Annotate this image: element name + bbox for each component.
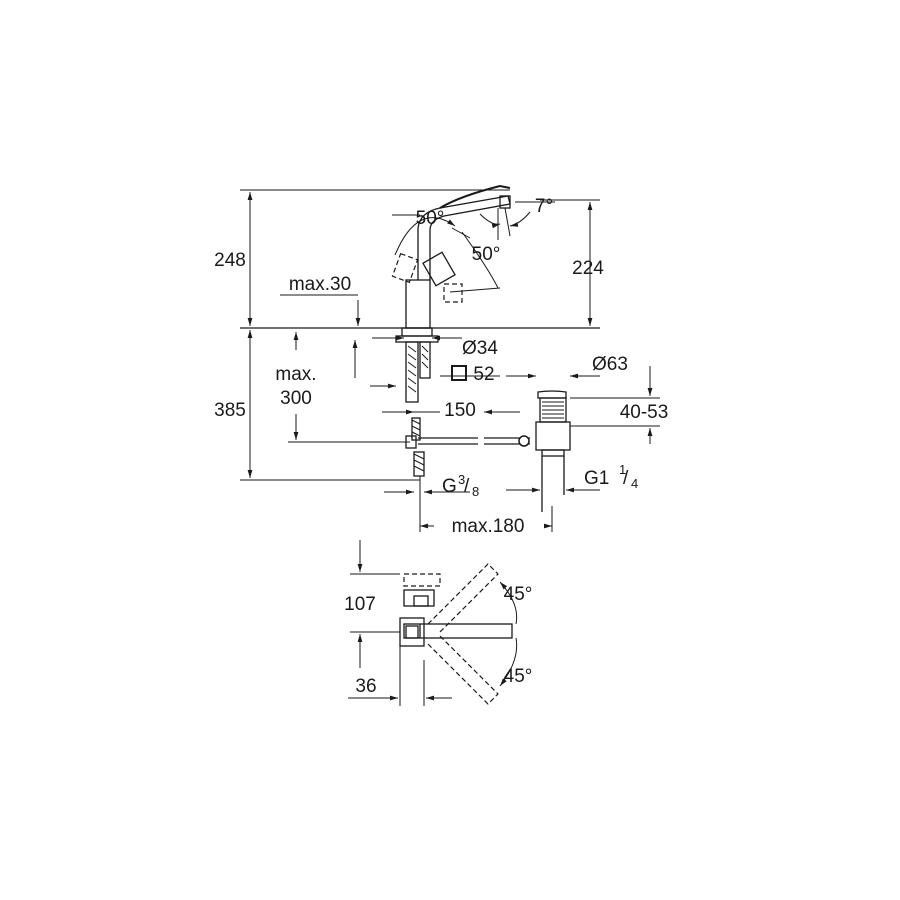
dim-hole-diameter: Ø34 bbox=[462, 338, 498, 359]
dim-248: 248 bbox=[214, 250, 246, 271]
side-view: 248 224 max.30 385 max. 300 bbox=[214, 184, 669, 538]
svg-text:3: 3 bbox=[458, 472, 465, 487]
dim-waste-range: 40-53 bbox=[620, 402, 669, 423]
svg-text:1: 1 bbox=[619, 462, 626, 477]
dim-max-label: max. bbox=[275, 364, 316, 385]
mounting-assembly bbox=[395, 327, 439, 477]
dim-top-107: 107 bbox=[344, 594, 376, 615]
angle-lever-left: 50° bbox=[416, 208, 445, 229]
waste-assembly bbox=[518, 390, 571, 530]
square-symbol bbox=[451, 365, 467, 381]
svg-text:4: 4 bbox=[631, 476, 638, 491]
svg-text:/: / bbox=[623, 468, 629, 489]
angle-lever-right: 50° bbox=[472, 244, 501, 265]
svg-text:8: 8 bbox=[472, 484, 479, 499]
dim-square: 52 bbox=[473, 364, 494, 385]
dim-300: 300 bbox=[280, 388, 312, 409]
dim-224: 224 bbox=[572, 258, 604, 279]
dim-top-36: 36 bbox=[355, 676, 376, 697]
top-view: 45° 45° 107 36 bbox=[344, 540, 532, 706]
angle-swivel-top: 45° bbox=[504, 584, 533, 605]
angle-spout: 7° bbox=[535, 196, 553, 217]
dim-supply-thread: G bbox=[442, 476, 457, 497]
faucet-body bbox=[391, 184, 555, 329]
dim-waste-thread: G1 bbox=[584, 468, 609, 489]
dim-385: 385 bbox=[214, 400, 246, 421]
dim-waste-diameter: Ø63 bbox=[592, 354, 628, 375]
dim-max-180: max.180 bbox=[452, 516, 525, 537]
dim-reach-150: 150 bbox=[444, 400, 476, 421]
angle-swivel-bottom: 45° bbox=[504, 666, 533, 687]
svg-text:/: / bbox=[464, 476, 470, 497]
dim-max-30: max.30 bbox=[289, 274, 351, 295]
